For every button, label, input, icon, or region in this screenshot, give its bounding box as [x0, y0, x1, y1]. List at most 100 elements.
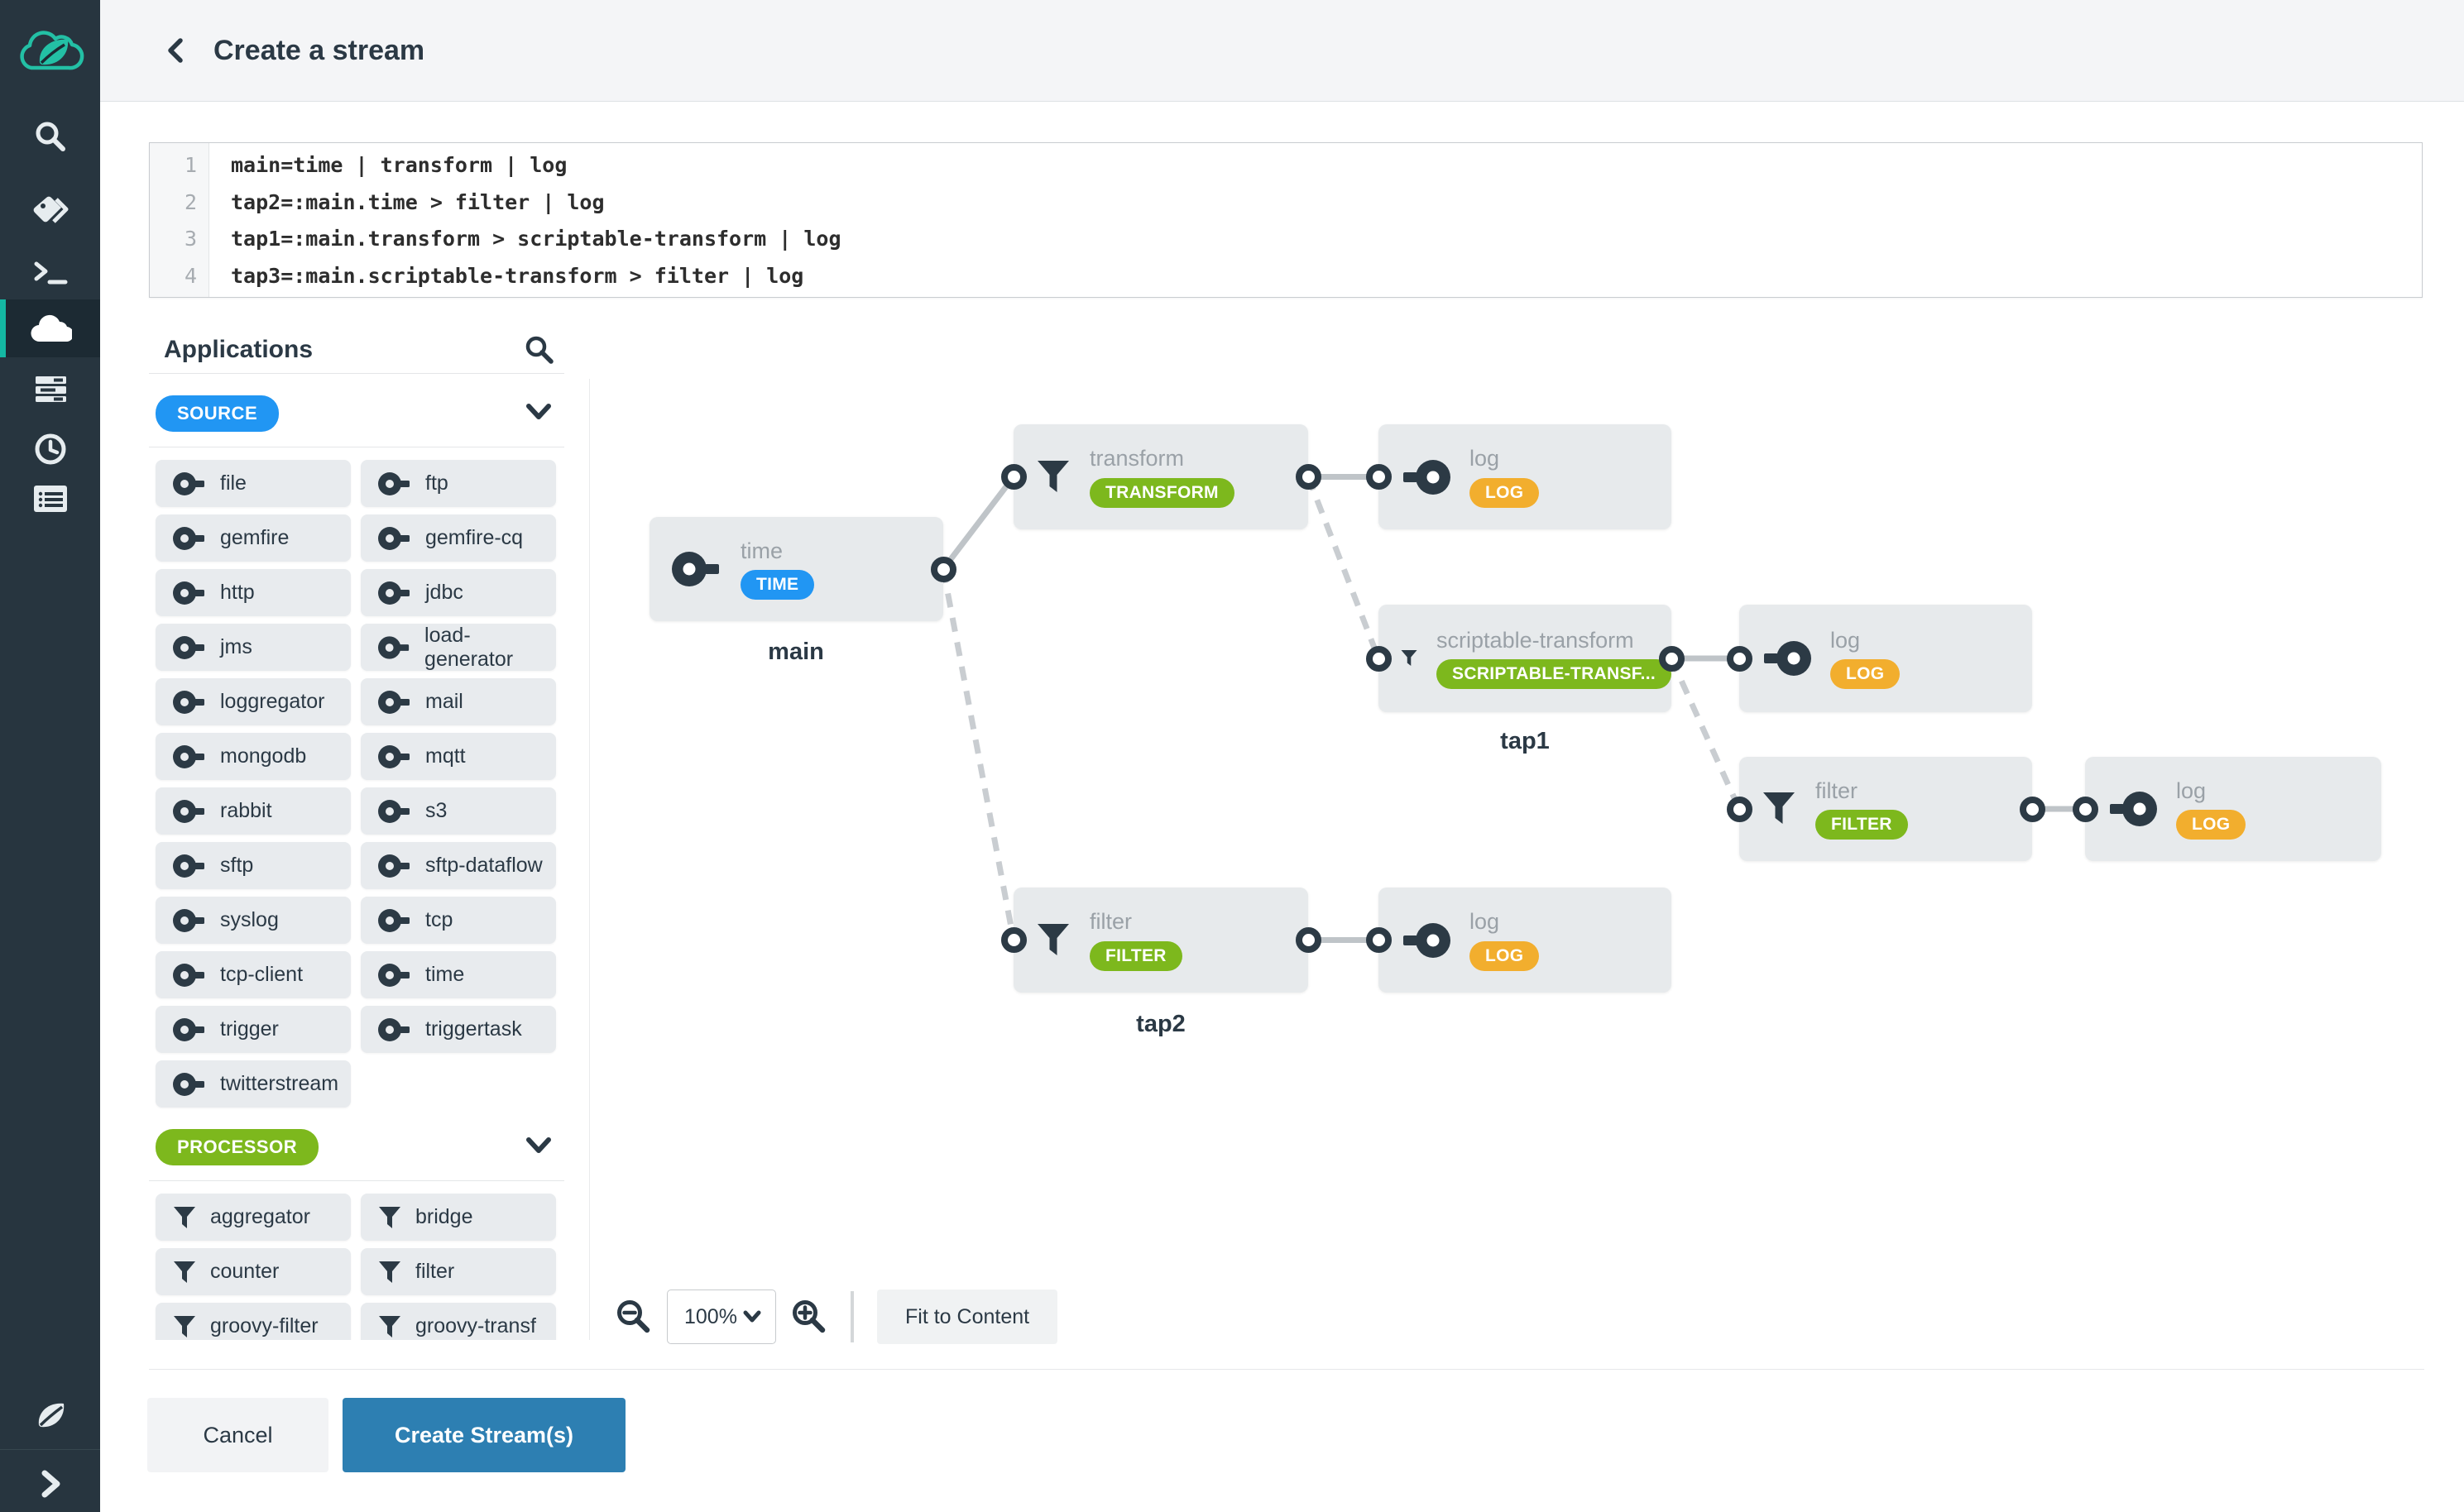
- node-scriptable-transform[interactable]: scriptable-transform SCRIPTABLE-TRANSF..…: [1378, 605, 1671, 712]
- nav-about[interactable]: [0, 1383, 100, 1444]
- port-in-log-main[interactable]: [1365, 464, 1392, 490]
- editor-line-number: 3: [184, 227, 197, 251]
- port-in-transform[interactable]: [1000, 464, 1027, 490]
- port-in-filter-tap3[interactable]: [1726, 796, 1752, 822]
- palette-item-counter[interactable]: counter: [156, 1248, 351, 1295]
- palette-item-groovy-transf[interactable]: groovy-transf: [361, 1303, 556, 1340]
- nav-apps[interactable]: [0, 183, 100, 241]
- palette-item-syslog[interactable]: syslog: [156, 897, 351, 944]
- spring-cloud-dataflow-logo[interactable]: [0, 0, 100, 101]
- palette-item-load-generator[interactable]: load-generator: [361, 624, 556, 671]
- node-filter-tap2[interactable]: filter FILTER: [1014, 888, 1308, 993]
- palette-item-loggregator[interactable]: loggregator: [156, 678, 351, 725]
- port-out-transform[interactable]: [1295, 464, 1321, 490]
- palette-item-http[interactable]: http: [156, 569, 351, 616]
- port-out-filter-tap2[interactable]: [1295, 927, 1321, 953]
- palette-item-filter[interactable]: filter: [361, 1248, 556, 1295]
- port-out-time[interactable]: [930, 556, 956, 582]
- nav-streams[interactable]: [0, 299, 100, 357]
- palette-item-label: rabbit: [220, 799, 272, 822]
- node-log-main[interactable]: log LOG: [1378, 424, 1671, 529]
- cancel-button[interactable]: Cancel: [147, 1398, 328, 1472]
- back-button[interactable]: [162, 34, 190, 67]
- palette-item-sftp-dataflow[interactable]: sftp-dataflow: [361, 842, 556, 889]
- source-app-icon: [672, 552, 719, 586]
- palette-item-tcp[interactable]: tcp: [361, 897, 556, 944]
- node-filter-tap3[interactable]: filter FILTER: [1739, 757, 2032, 861]
- fit-to-content-button[interactable]: Fit to Content: [877, 1290, 1058, 1344]
- palette-item-sftp[interactable]: sftp: [156, 842, 351, 889]
- nav-runtime[interactable]: [0, 360, 100, 418]
- port-in-scriptable-transform[interactable]: [1365, 645, 1392, 672]
- cloud-leaf-logo-icon: [19, 31, 84, 70]
- palette-item-mqtt[interactable]: mqtt: [361, 733, 556, 780]
- palette-item-label: jdbc: [425, 581, 463, 604]
- palette-item-rabbit[interactable]: rabbit: [156, 787, 351, 835]
- nav-shell[interactable]: [0, 245, 100, 303]
- port-in-log-tap3[interactable]: [2072, 796, 2098, 822]
- processor-app-icon: [379, 1315, 400, 1337]
- palette-item-time[interactable]: time: [361, 951, 556, 998]
- edge-primary-time-to-transform: [941, 475, 1016, 572]
- node-name: filter: [1090, 909, 1133, 935]
- palette-item-jms[interactable]: jms: [156, 624, 351, 671]
- palette-item-twitterstream[interactable]: twitterstream: [156, 1060, 351, 1108]
- nav-expand[interactable]: [0, 1456, 100, 1512]
- editor-code-line[interactable]: tap3=:main.scriptable-transform > filter…: [231, 263, 804, 288]
- editor-code-line[interactable]: tap2=:main.time > filter | log: [231, 189, 605, 214]
- node-name: filter: [1815, 778, 1858, 803]
- node-log-tap2[interactable]: log LOG: [1378, 888, 1671, 993]
- node-time[interactable]: time TIME: [650, 517, 943, 621]
- palette-search-icon[interactable]: [523, 333, 556, 366]
- editor-code-line[interactable]: tap1=:main.transform > scriptable-transf…: [231, 227, 841, 251]
- group-pill-source[interactable]: SOURCE: [156, 395, 280, 432]
- palette-item-gemfire-cq[interactable]: gemfire-cq: [361, 514, 556, 562]
- palette-item-s3[interactable]: s3: [361, 787, 556, 835]
- palette-item-trigger[interactable]: trigger: [156, 1006, 351, 1053]
- create-streams-button[interactable]: Create Stream(s): [343, 1398, 626, 1472]
- node-name: time: [741, 538, 784, 563]
- nav-audit[interactable]: [0, 470, 100, 528]
- source-app-icon: [173, 908, 204, 932]
- zoom-out-button[interactable]: [612, 1295, 655, 1338]
- palette-group-header: PROCESSOR: [156, 1129, 553, 1165]
- source-app-icon: [378, 854, 410, 878]
- group-collapse-toggle[interactable]: [525, 1135, 553, 1160]
- stream-label-tap2: tap2: [1136, 1011, 1186, 1037]
- port-out-scriptable-transform[interactable]: [1658, 645, 1685, 672]
- palette-item-gemfire[interactable]: gemfire: [156, 514, 351, 562]
- port-in-log-tap1[interactable]: [1726, 645, 1752, 672]
- port-in-log-tap2[interactable]: [1365, 927, 1392, 953]
- nav-search[interactable]: [0, 108, 100, 165]
- node-transform[interactable]: transform TRANSFORM: [1014, 424, 1308, 529]
- source-app-icon: [173, 526, 204, 550]
- palette-item-ftp[interactable]: ftp: [361, 460, 556, 507]
- source-app-icon: [173, 1072, 204, 1096]
- palette-item-jdbc[interactable]: jdbc: [361, 569, 556, 616]
- palette-item-tcp-client[interactable]: tcp-client: [156, 951, 351, 998]
- palette-item-file[interactable]: file: [156, 460, 351, 507]
- zoom-level-select[interactable]: 100%: [667, 1290, 776, 1344]
- editor-code-line[interactable]: main=time | transform | log: [231, 153, 568, 177]
- zoom-in-button[interactable]: [788, 1295, 831, 1338]
- palette-item-bridge[interactable]: bridge: [361, 1194, 556, 1241]
- palette-item-triggertask[interactable]: triggertask: [361, 1006, 556, 1053]
- editor-code-lines[interactable]: main=time | transform | log tap2=:main.ti…: [209, 143, 2422, 297]
- node-log-tap3[interactable]: log LOG: [2085, 757, 2381, 861]
- nav-tasks[interactable]: [0, 420, 100, 478]
- group-pill-processor[interactable]: PROCESSOR: [156, 1129, 319, 1165]
- palette-item-mail[interactable]: mail: [361, 678, 556, 725]
- port-out-filter-tap3[interactable]: [2019, 796, 2045, 822]
- palette-item-aggregator[interactable]: aggregator: [156, 1194, 351, 1241]
- palette-item-groovy-filter[interactable]: groovy-filter: [156, 1303, 351, 1340]
- palette-item-mongodb[interactable]: mongodb: [156, 733, 351, 780]
- group-collapse-toggle[interactable]: [525, 401, 553, 427]
- chevron-right-icon: [41, 1470, 60, 1498]
- port-in-filter-tap2[interactable]: [1000, 927, 1027, 953]
- source-app-icon: [173, 690, 204, 714]
- node-log-tap1[interactable]: log LOG: [1739, 605, 2032, 712]
- node-name: transform: [1090, 446, 1185, 471]
- sink-app-icon: [1764, 641, 1811, 676]
- zoombar-divider: [851, 1291, 854, 1342]
